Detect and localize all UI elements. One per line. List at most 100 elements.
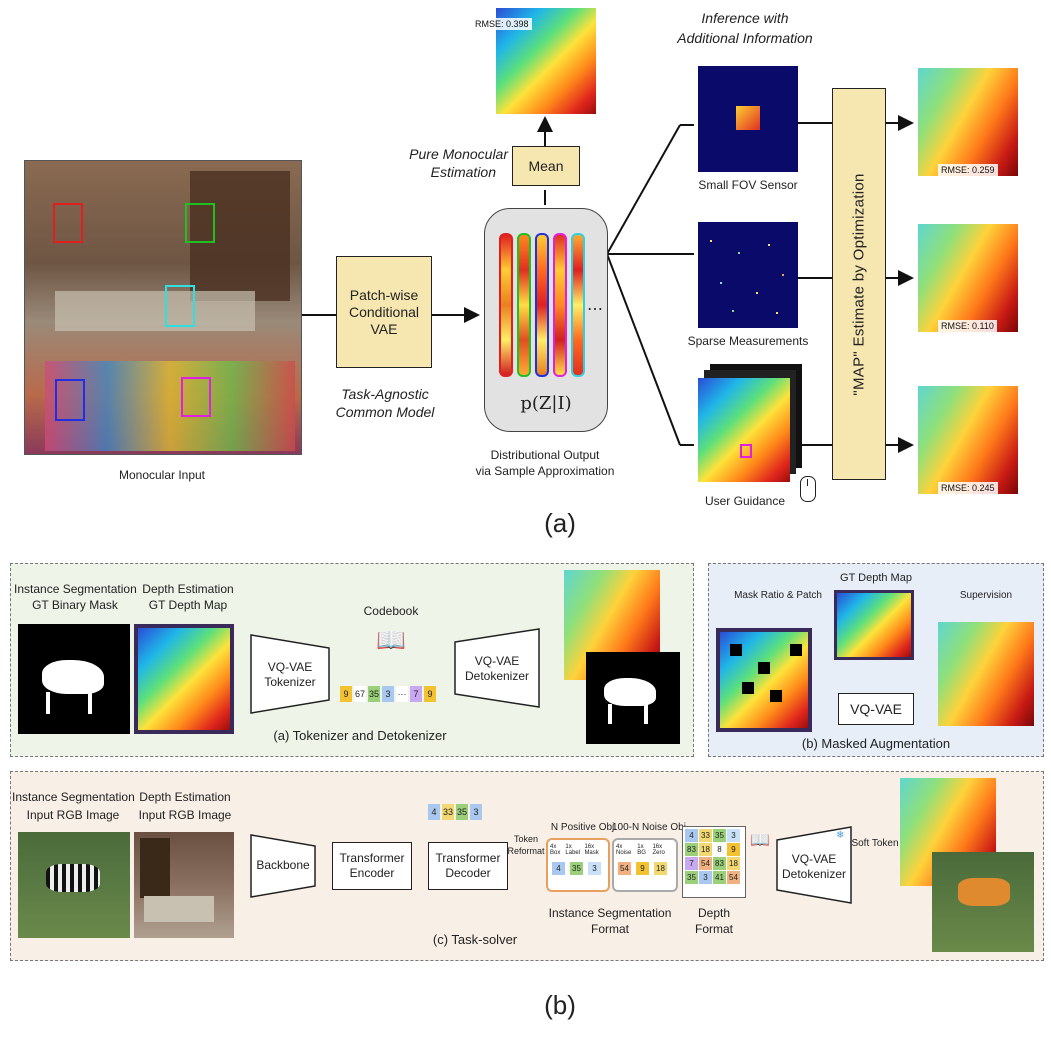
reformat-line-2: Reformat [507,846,545,856]
snowflake-icon: ❄ [836,830,845,841]
pz-label: p(Z|I) [520,393,572,414]
depth-in-line-2: Input RGB Image [138,808,232,822]
pos-val-1: 35 [570,862,583,875]
small-fov-label: Small FOV Sensor [698,178,798,192]
more-samples-icon: ⋯ [587,301,603,318]
rmse-3: RMSE: 0.245 [938,482,998,494]
dg-3-1: 3 [699,871,712,884]
tokenizer-line-1: VQ-VAE [267,660,313,674]
user-guidance-image [698,378,790,482]
codebook-label: Codebook [363,604,419,618]
caption-a: (a) [544,508,576,538]
vqvae-box: VQ-VAE [838,693,914,725]
pos-val-2: 3 [588,862,601,875]
sparse-measurements-image [698,222,798,328]
task-agnostic-line-2: Common Model [335,404,435,420]
dg-0-0: 4 [685,829,698,842]
soft-token-label: Soft Token [851,838,899,849]
output-depth-3 [918,386,1018,494]
distribution-box: ⋯ p(Z|I) [484,208,608,432]
monocular-input-image [24,160,302,455]
pos-head-2: 16x Mask [584,844,599,856]
inst-seg-line-1: Instance Segmentation [14,582,137,596]
dg-1-2: 8 [713,843,726,856]
pure-mono-line-1: Pure Monocular [409,146,508,162]
dec-token-0: 4 [428,804,440,820]
pos-head-1: 1x Label [565,844,581,856]
token-3: 3 [382,686,394,702]
noise-head-2: 16x Zero [652,844,665,856]
depth-est-line-1: Depth Estimation [142,582,234,596]
gt-depth-label: GT Depth Map [840,572,912,584]
dec-token-3: 3 [470,804,482,820]
supervision-label: Supervision [959,590,1013,601]
output-depth-1 [918,68,1018,176]
panel-c-caption: (c) Task-solver [432,932,518,947]
token-1: 67 [354,686,366,702]
token-sequence: 9 67 35 3 ··· 7 9 [340,686,438,702]
rmse-1: RMSE: 0.259 [938,164,998,176]
positive-obj-group: 4x Box 1x Label 16x Mask 4 35 3 [546,838,610,892]
dg-2-3: 18 [727,857,740,870]
pos-head-0: 4x Box [550,844,561,856]
gt-depth-small [834,590,914,660]
detok-line-2: Detokenizer [464,669,530,683]
depth-fmt-line-1: Depth [697,906,731,920]
task-agnostic-line-1: Task-Agnostic [341,386,429,402]
depth-in-line-1: Depth Estimation [139,790,231,804]
panel-a-caption: (a) Tokenizer and Detokenizer [273,728,447,743]
backbone-label: Backbone [256,858,310,872]
inference-line-1: Inference with [701,10,789,26]
depth-est-line-2: GT Depth Map [148,598,228,612]
inst-in-line-2: Input RGB Image [26,808,120,822]
reconstructed-mask [586,652,680,744]
dg-1-0: 83 [685,843,698,856]
vqvae-label: VQ-VAE [850,700,902,717]
n-noise-label: 100-N Noise Obj. [612,822,689,833]
supervision-depth [938,622,1034,726]
token-5: 7 [410,686,422,702]
decoder-tokens: 4 33 35 3 [428,804,484,820]
vae-line-1: Patch-wise [349,286,419,303]
map-estimate-box: "MAP" Estimate by Optimization [832,88,886,480]
mean-box: Mean [512,146,580,186]
dec-line-2: Decoder [445,866,491,880]
dec-line-1: Transformer [435,851,501,865]
tokenizer-trapezoid: VQ-VAE Tokenizer [250,634,330,714]
rmse-2: RMSE: 0.110 [938,320,997,332]
vae-line-2: Conditional [348,303,420,320]
patch-cyan [165,285,195,327]
noise-head-1: 1x BG [637,844,646,856]
dg-1-3: 9 [727,843,740,856]
n-positive-label: N Positive Obj. [550,822,618,833]
book-icon: 📖 [376,627,406,654]
dg-3-0: 35 [685,871,698,884]
vae-line-3: VAE [370,320,398,337]
caption-b: (b) [544,990,576,1020]
room-image [134,832,234,938]
noise-val-1: 9 [636,862,649,875]
dg-0-2: 35 [713,829,726,842]
token-6: 9 [424,686,436,702]
token-2: 35 [368,686,380,702]
dg-1-1: 18 [699,843,712,856]
noise-val-2: 18 [654,862,667,875]
dist-out-line-2: via Sample Approximation [475,464,615,478]
noise-val-0: 54 [618,862,631,875]
pos-val-0: 4 [552,862,565,875]
zebra-image [18,832,130,938]
user-guidance-label: User Guidance [704,494,786,508]
dg-0-3: 3 [727,829,740,842]
dg-2-1: 54 [699,857,712,870]
inference-line-2: Additional Information [677,30,813,46]
mouse-icon [800,476,816,502]
reformat-line-1: Token [513,834,539,844]
transformer-encoder-box: Transformer Encoder [332,842,412,890]
inst-in-line-1: Instance Segmentation [12,790,135,804]
dg-3-2: 41 [713,871,726,884]
token-0: 9 [340,686,352,702]
inst-fmt-line-2: Format [590,922,629,936]
gt-binary-mask [18,624,130,734]
pure-mono-line-2: Estimation [430,164,496,180]
